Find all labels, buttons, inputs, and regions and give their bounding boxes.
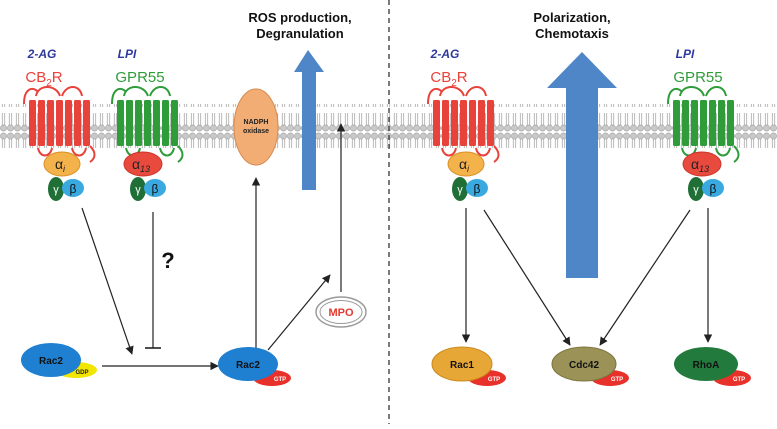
svg-text:α13: α13 [132,156,150,174]
svg-text:GTP: GTP [274,377,286,383]
svg-text:α13: α13 [691,156,709,174]
g-protein-alpha-13-right: α13 [682,151,722,177]
svg-text:β: β [710,182,717,196]
g-protein-alpha-i-right: αi [447,151,485,177]
ros-output-arrow [294,50,324,190]
left-panel: ROS production, Degranulation 2-AG CB2R … [21,10,367,386]
cb2r-label-right: CB2R [430,69,467,89]
svg-text:αi: αi [55,156,66,174]
cdc42-gtp-complex: GTP Cdc42 [551,346,629,386]
svg-text:γ: γ [693,184,699,196]
ligand-2ag-label: 2-AG [27,47,57,61]
cb2-to-rac2-activation-arrow [81,207,134,355]
left-title-line2: Degranulation [256,26,343,41]
svg-text:GDP: GDP [75,370,88,376]
mpo-granule: MPO [315,296,367,328]
gpr55-to-cdc42-arrow [599,209,691,346]
svg-text:γ: γ [135,184,141,196]
gpr55-receptor-right [667,86,740,163]
svg-text:Rac2: Rac2 [236,360,260,371]
svg-text:Rac1: Rac1 [450,360,474,371]
svg-text:Cdc42: Cdc42 [569,360,599,371]
svg-text:γ: γ [457,184,463,196]
g-protein-gamma-beta-gpr55-right: γ β [688,177,724,201]
cb2-to-cdc42-arrow [483,209,571,346]
svg-text:β: β [152,182,159,196]
nadph-oxidase: NADPH oxidase [233,88,279,166]
right-title-line2: Chemotaxis [535,26,609,41]
gpr55-receptor [111,86,184,163]
unknown-mechanism-mark: ? [161,248,174,273]
svg-text:oxidase: oxidase [243,128,269,135]
svg-text:RhoA: RhoA [693,360,720,371]
gpr55-label-right: GPR55 [673,69,722,86]
svg-text:β: β [70,182,77,196]
g-protein-gamma-beta-cb2: γ β [48,177,84,201]
ligand-lpi-label: LPI [118,47,137,61]
svg-text:β: β [474,182,481,196]
rac1-gtp-complex: GTP Rac1 [431,346,506,386]
gpr55-label: GPR55 [115,69,164,86]
svg-text:γ: γ [53,184,59,196]
left-title-line1: ROS production, [248,10,351,25]
ligand-lpi-label-right: LPI [676,47,695,61]
cb2r-label: CB2R [25,69,62,89]
ligand-2ag-label-right: 2-AG [430,47,460,61]
svg-text:MPO: MPO [328,307,354,319]
cb2r-receptor [23,86,96,163]
polarization-output-arrow [547,52,617,278]
rac2-to-degranulation-arrow [267,274,331,351]
g-protein-alpha-i: αi [43,151,81,177]
svg-text:αi: αi [459,156,470,174]
svg-text:GTP: GTP [488,377,500,383]
g-protein-gamma-beta-cb2-right: γ β [452,177,488,201]
right-panel: Polarization, Chemotaxis 2-AG CB2R LPI G… [427,10,751,386]
svg-text:Rac2: Rac2 [39,356,63,367]
rac2-gtp-complex: GTP Rac2 [218,347,291,386]
right-title-line1: Polarization, [533,10,610,25]
rhoa-gtp-complex: GTP RhoA [674,347,751,386]
svg-text:GTP: GTP [611,377,623,383]
rac2-gdp-complex: GDP Rac2 [21,343,97,378]
svg-text:GTP: GTP [733,377,745,383]
cb2r-receptor-right [427,86,500,163]
g-protein-gamma-beta-gpr55: γ β [130,177,166,201]
svg-text:NADPH: NADPH [244,119,269,126]
g-protein-alpha-13: α13 [123,151,163,177]
